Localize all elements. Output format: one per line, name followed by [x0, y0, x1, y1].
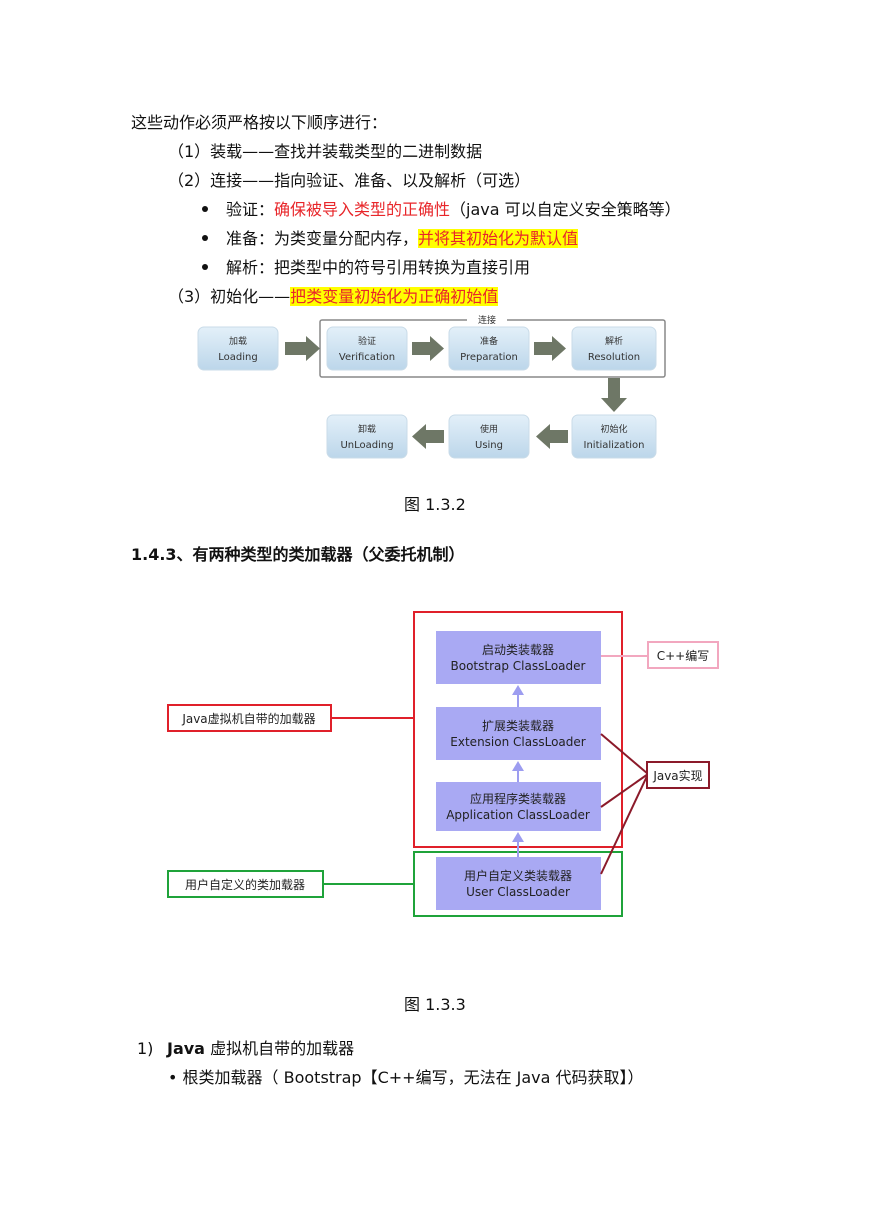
- svg-text:用户自定义的类加载器: 用户自定义的类加载器: [185, 877, 305, 892]
- svg-text:Preparation: Preparation: [460, 352, 518, 363]
- bootstrap-loader-box: 启动类装载器 Bootstrap ClassLoader: [436, 631, 601, 684]
- bullet-icon: [202, 234, 208, 241]
- arrow-right-icon: [285, 336, 320, 361]
- list-item-bold: Java: [167, 1039, 205, 1058]
- highlight-red-text: 确保被导入类型的正确性: [274, 200, 451, 219]
- resolution-box: 解析 Resolution: [571, 326, 657, 371]
- arrow-down-icon: [601, 378, 627, 412]
- bullet-text: 解析：把类型中的符号引用转换为直接引用: [226, 258, 531, 277]
- figure-caption-2: 图 1.3.3: [404, 995, 466, 1014]
- cpp-label: C++编写: [647, 641, 719, 669]
- section-heading: 1.4.3、有两种类型的类加载器（父委托机制）: [131, 545, 465, 564]
- svg-text:用户自定义类装载器: 用户自定义类装载器: [464, 868, 572, 883]
- figure-caption-1: 图 1.3.2: [404, 495, 466, 514]
- arrow-up-icon: [512, 761, 524, 782]
- svg-text:User ClassLoader: User ClassLoader: [466, 885, 570, 899]
- bullet-text: 准备：为类变量分配内存，: [226, 229, 419, 248]
- classloader-diagram: 启动类装载器 Bootstrap ClassLoader 扩展类装载器 Exte…: [167, 611, 719, 917]
- arrow-left-icon: [412, 424, 444, 449]
- svg-text:Java实现: Java实现: [652, 768, 702, 783]
- user-loader-box: 用户自定义类装载器 User ClassLoader: [436, 857, 601, 910]
- extension-loader-box: 扩展类装载器 Extension ClassLoader: [436, 707, 601, 760]
- svg-text:UnLoading: UnLoading: [340, 440, 393, 451]
- bullet-text: 验证：: [226, 200, 275, 219]
- java-impl-label: Java实现: [646, 761, 710, 789]
- verification-box: 验证 Verification: [326, 326, 408, 371]
- bullet-preparation: 准备：为类变量分配内存，并将其初始化为默认值: [202, 228, 579, 250]
- svg-text:Extension ClassLoader: Extension ClassLoader: [450, 735, 585, 749]
- highlighted-text: 把类变量初始化为正确初始值: [290, 287, 499, 306]
- step-3-text: （3）初始化——: [168, 287, 291, 306]
- arrow-up-icon: [512, 685, 524, 707]
- svg-text:使用: 使用: [480, 423, 498, 435]
- arrow-left-icon: [536, 424, 568, 449]
- arrow-right-icon: [412, 336, 444, 361]
- lifecycle-diagram: 连接 加载 Loading 验证 Verification 准备 Prepara…: [197, 312, 666, 459]
- svg-text:Using: Using: [475, 440, 503, 451]
- intro-text: 这些动作必须严格按以下顺序进行：: [131, 113, 388, 132]
- bullet-icon: [202, 205, 208, 212]
- highlighted-text: 并将其初始化为默认值: [418, 229, 579, 248]
- user-loaders-label: 用户自定义的类加载器: [167, 870, 324, 898]
- svg-text:扩展类装载器: 扩展类装载器: [482, 719, 554, 733]
- initialization-box: 初始化 Initialization: [571, 414, 657, 459]
- list-item-text: 虚拟机自带的加载器: [204, 1039, 355, 1058]
- step-2: （2）连接——指向验证、准备、以及解析（可选）: [168, 171, 531, 190]
- svg-text:初始化: 初始化: [600, 423, 627, 435]
- svg-text:C++编写: C++编写: [657, 648, 710, 663]
- using-box: 使用 Using: [448, 414, 530, 459]
- application-loader-box: 应用程序类装载器 Application ClassLoader: [436, 782, 601, 831]
- bullet-resolution: 解析：把类型中的符号引用转换为直接引用: [202, 257, 530, 279]
- svg-text:准备: 准备: [480, 335, 498, 347]
- bullet-verification: 验证：确保被导入类型的正确性（java 可以自定义安全策略等）: [202, 199, 681, 221]
- svg-text:解析: 解析: [605, 335, 623, 347]
- svg-text:Application ClassLoader: Application ClassLoader: [446, 808, 590, 822]
- svg-text:应用程序类装载器: 应用程序类装载器: [470, 791, 566, 806]
- svg-text:Resolution: Resolution: [588, 352, 640, 363]
- svg-text:启动类装载器: 启动类装载器: [482, 643, 554, 657]
- arrow-right-icon: [534, 336, 566, 361]
- arrow-up-icon: [512, 832, 524, 857]
- sub-list-item: • 根类加载器（ Bootstrap【C++编写，无法在 Java 代码获取】）: [168, 1068, 644, 1087]
- jvm-loaders-label: Java虚拟机自带的加载器: [167, 704, 332, 732]
- svg-text:Java虚拟机自带的加载器: Java虚拟机自带的加载器: [181, 711, 315, 726]
- step-3: （3）初始化——把类变量初始化为正确初始值: [168, 286, 499, 308]
- loading-box: 加载 Loading: [197, 326, 279, 371]
- svg-text:验证: 验证: [358, 335, 376, 347]
- preparation-box: 准备 Preparation: [448, 326, 530, 371]
- svg-text:加载: 加载: [229, 335, 247, 347]
- svg-text:卸载: 卸载: [358, 423, 376, 435]
- svg-text:Loading: Loading: [218, 352, 257, 363]
- bullet-text-suffix: （java 可以自定义安全策略等）: [450, 200, 681, 219]
- list-number: 1): [137, 1039, 154, 1058]
- list-item: 1) Java 虚拟机自带的加载器: [137, 1038, 354, 1060]
- step-1: （1）装载——查找并装载类型的二进制数据: [168, 142, 483, 161]
- bullet-icon: [202, 263, 208, 270]
- svg-text:Initialization: Initialization: [584, 440, 645, 451]
- unloading-box: 卸载 UnLoading: [326, 414, 408, 459]
- link-group-label: 连接: [478, 314, 496, 326]
- svg-text:Verification: Verification: [339, 352, 395, 363]
- svg-text:Bootstrap ClassLoader: Bootstrap ClassLoader: [451, 659, 586, 673]
